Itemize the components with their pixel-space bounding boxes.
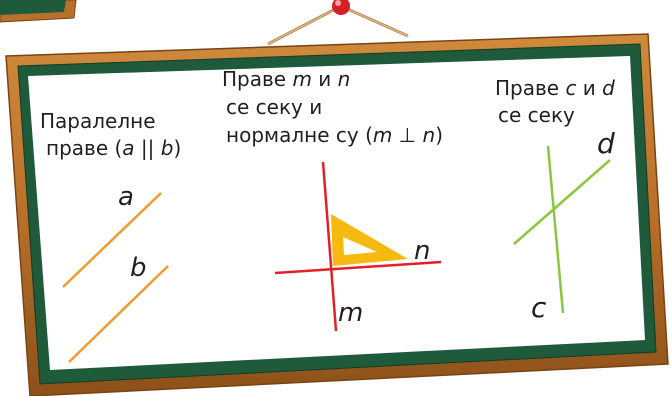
set-square-icon — [331, 214, 408, 266]
line-n — [274, 260, 442, 275]
other-board-corner — [0, 0, 77, 23]
line-n-label: n — [414, 236, 430, 266]
line-m-label: m — [338, 298, 363, 328]
line-m — [321, 161, 338, 332]
panel-intersecting: Праве c и d се секу d c — [495, 76, 615, 324]
line-c — [546, 145, 565, 314]
panel-perpendicular: Праве m и n се секу и нормалне су (m ⊥ n… — [222, 67, 443, 332]
intersect-title-line2: се секу — [498, 103, 575, 127]
line-d — [513, 159, 611, 245]
perp-title-line2: се секу и — [226, 95, 322, 119]
panel-parallel: Паралелне праве (a || b) a b — [40, 109, 181, 363]
intersect-title-line1: Праве c и d — [495, 76, 615, 100]
line-a — [62, 192, 162, 288]
line-b-label: b — [130, 253, 147, 283]
pin-icon — [332, 0, 350, 15]
line-a-label: a — [118, 182, 134, 212]
parallel-title-line1: Паралелне — [40, 109, 156, 133]
perp-title-line3: нормалне су (m ⊥ n) — [226, 123, 443, 147]
line-d-label: d — [597, 127, 615, 160]
line-b — [68, 265, 169, 363]
perp-title-line1: Праве m и n — [222, 67, 350, 91]
board-writing-area — [28, 56, 645, 370]
parallel-title-line2: праве (a || b) — [46, 136, 181, 160]
line-c-label: c — [531, 291, 547, 324]
